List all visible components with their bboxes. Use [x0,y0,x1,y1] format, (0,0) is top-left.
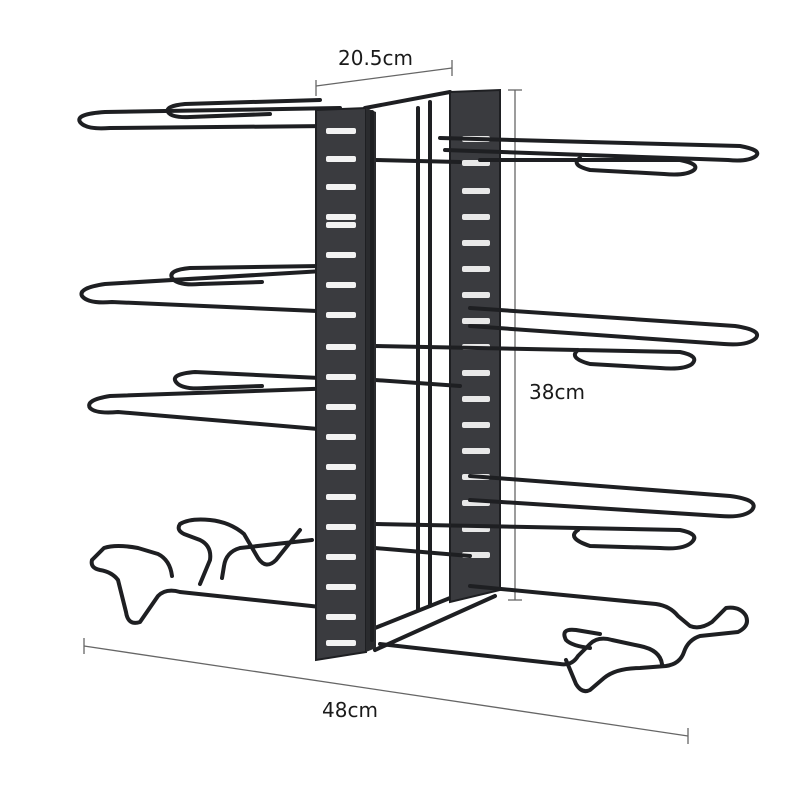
length-dimension-line [83,645,689,737]
pan-support-arms [77,98,760,694]
height-dimension-label: 38cm [529,380,585,404]
dimension-lines [83,60,689,744]
width-dimension-line [315,67,453,87]
length-dimension-label: 48cm [322,698,378,722]
front-slotted-panel [315,106,376,662]
width-dimension-label: 20.5cm [338,46,414,70]
